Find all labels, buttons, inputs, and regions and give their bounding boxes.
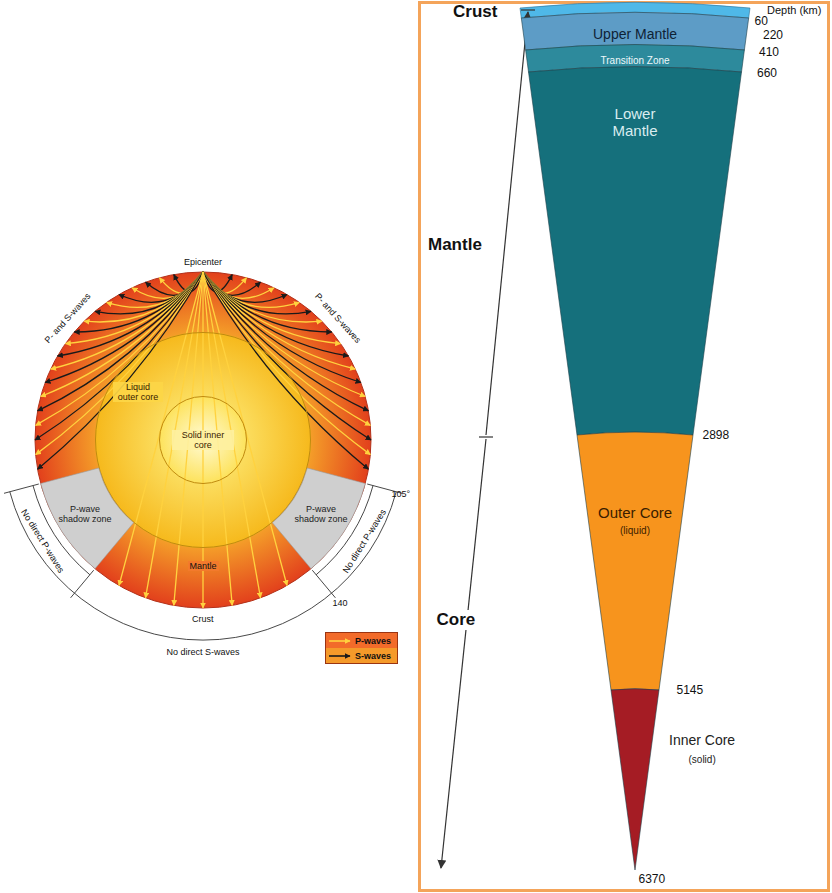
extent-arrow (486, 12, 528, 435)
angle-label: 140 (333, 598, 348, 608)
layer-name: P-wave shadow zone (294, 504, 348, 525)
wave-ray (203, 272, 368, 411)
wave-ray (203, 272, 365, 397)
region-label: Crust (192, 614, 214, 624)
legend-sample (326, 636, 352, 646)
wave-ray (203, 272, 361, 383)
layer-band-outline (574, 427, 695, 692)
layer-name: Transition Zone (601, 55, 670, 67)
depth-value: 220 (763, 29, 783, 43)
wave-ray (58, 272, 204, 356)
wave-ray (41, 272, 203, 397)
wave-ray (203, 272, 370, 425)
layer-name: Solid inner core (172, 430, 234, 451)
layer-state: (liquid) (620, 525, 650, 537)
angle-tick (4, 484, 39, 493)
layer-band: Lower Mantle (526, 59, 743, 437)
wave-ray (203, 272, 341, 344)
wave-ray (45, 272, 203, 383)
extent-tick (479, 436, 493, 437)
wave-ray (36, 272, 203, 425)
angle-tick (71, 570, 94, 598)
inner-core-circle: Solid inner core (159, 396, 247, 484)
layer-group-label: Core (435, 610, 478, 630)
depth-value: 660 (757, 67, 777, 81)
legend-row: P-waves (326, 633, 397, 648)
layer-name: Outer Core (598, 504, 672, 521)
extent-arrow (441, 439, 486, 868)
layer-name: Liquid outer core (113, 382, 163, 403)
layer-name: Lower Mantle (595, 105, 675, 140)
depth-value: 60 (755, 15, 768, 29)
region-label: Mantle (188, 561, 219, 571)
wave-ray (38, 272, 203, 411)
depth-value: 5145 (677, 684, 704, 698)
depth-value: 6370 (639, 873, 666, 887)
range-label: No direct S-waves (167, 647, 240, 657)
legend: P-wavesS-waves (325, 632, 398, 664)
angle-label: 105° (392, 489, 411, 499)
depth-value: 2898 (703, 429, 730, 443)
wave-ray (65, 272, 203, 344)
legend-row: S-waves (326, 648, 397, 663)
layer-state: (solid) (689, 754, 716, 766)
layer-band: Outer Core (liquid) (574, 427, 695, 692)
outer-core-circle: Liquid outer coreSolid inner core (95, 332, 311, 548)
layer-name: P-wave shadow zone (58, 504, 112, 525)
layer-band-outline (608, 685, 771, 872)
layer-name: Inner Core (669, 732, 735, 748)
point-label: Epicenter (184, 257, 222, 267)
layer-band: Inner Core (solid) (608, 685, 771, 872)
panel-frame (420, 3, 829, 891)
layer-group-label: Crust (453, 2, 497, 22)
depth-value: 410 (759, 46, 779, 60)
earth-section (35, 272, 371, 608)
layer-group-label: Mantle (426, 235, 484, 255)
legend-text: S-waves (355, 651, 391, 661)
legend-text: P-waves (355, 636, 391, 646)
extent-tick (521, 9, 535, 10)
layer-name: Upper Mantle (593, 26, 677, 42)
range-arc (10, 492, 396, 640)
angle-tick (312, 570, 335, 598)
axis-title: Depth (km) (767, 4, 821, 17)
legend-sample (326, 651, 352, 661)
